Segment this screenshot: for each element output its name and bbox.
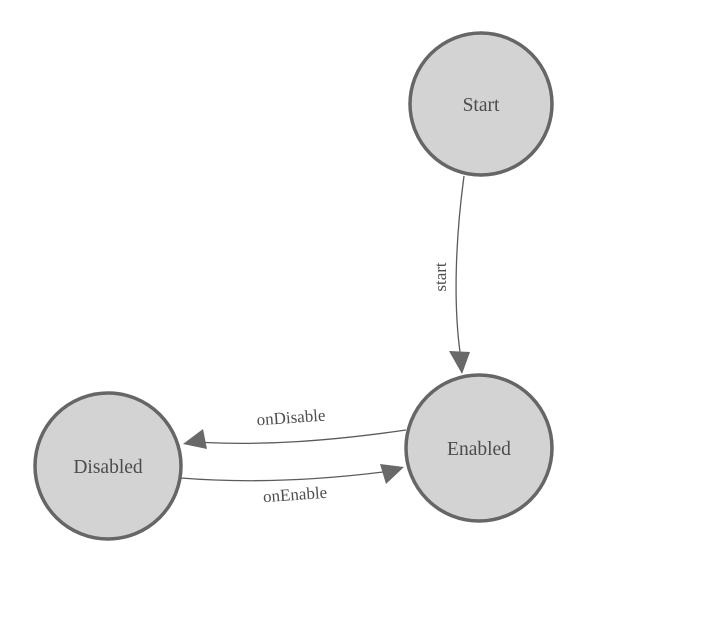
- edge-label-start: start: [431, 262, 450, 292]
- edge-label-onenable: onEnable: [262, 483, 327, 506]
- edge-enabled-to-disabled: onDisable: [183, 406, 407, 449]
- edge-disabled-to-enabled: onEnable: [180, 464, 404, 506]
- edge-line-onenable: [180, 470, 392, 482]
- state-label-enabled: Enabled: [447, 439, 511, 460]
- state-circle-disabled[interactable]: [33, 391, 183, 541]
- state-circle-start[interactable]: [408, 31, 554, 177]
- arrowhead-left-icon: [183, 429, 207, 449]
- edge-start-to-enabled: start: [431, 175, 470, 374]
- state-label-start: Start: [463, 95, 500, 116]
- edge-line-ondisable: [196, 429, 407, 444]
- state-node-disabled[interactable]: Disabled: [33, 391, 183, 541]
- state-circle-enabled[interactable]: [404, 373, 554, 523]
- state-node-enabled[interactable]: Enabled: [404, 373, 554, 523]
- state-node-start[interactable]: Start: [408, 31, 554, 177]
- state-label-disabled: Disabled: [73, 457, 143, 478]
- edge-line-start: [455, 175, 465, 353]
- arrowhead-down-icon: [449, 351, 470, 374]
- edge-label-ondisable: onDisable: [256, 406, 326, 430]
- arrowhead-right-icon: [380, 464, 404, 484]
